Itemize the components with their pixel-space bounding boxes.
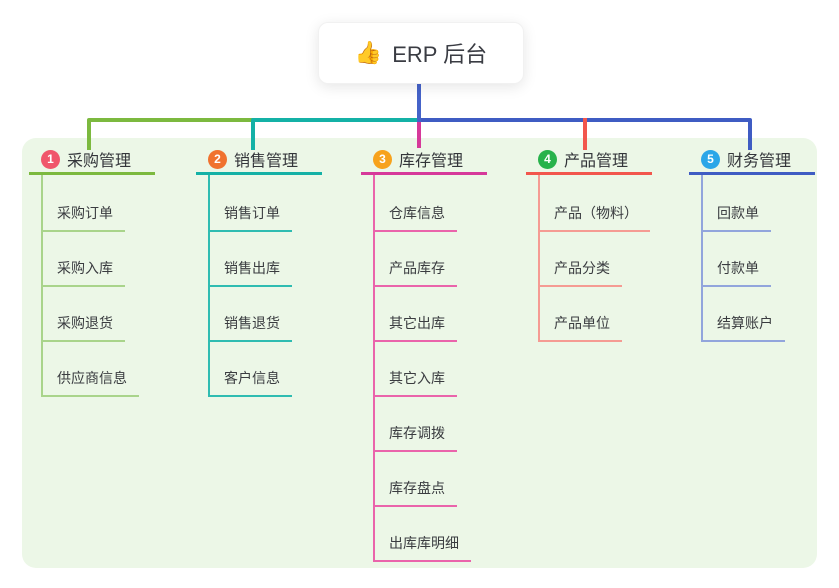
mindmap-node[interactable]: 客户信息: [209, 368, 292, 397]
branch-title-label: 库存管理: [399, 153, 464, 170]
branches-panel: [22, 138, 817, 568]
mindmap-node[interactable]: 供应商信息: [42, 368, 139, 397]
branch-node-sales[interactable]: 2 销售管理: [196, 146, 322, 175]
branch-children-connector: [538, 175, 540, 342]
mindmap-node[interactable]: 付款单: [702, 258, 771, 287]
branch-children-connector: [373, 175, 375, 562]
mindmap-node[interactable]: 销售退货: [209, 313, 292, 342]
branch-node-product[interactable]: 4 产品管理: [526, 146, 652, 175]
branch-number-badge: 2: [208, 149, 227, 169]
mindmap-node[interactable]: 销售出库: [209, 258, 292, 287]
branch-number-badge: 4: [538, 149, 557, 169]
branch-title-label: 采购管理: [67, 153, 132, 170]
mindmap-node[interactable]: 产品分类: [539, 258, 622, 287]
mindmap-node[interactable]: 产品（物料）: [539, 203, 650, 232]
mindmap-node[interactable]: 仓库信息: [374, 203, 457, 232]
branch-node-purchase[interactable]: 1 采购管理: [29, 146, 155, 175]
thumbs-up-icon: 👍: [354, 40, 383, 65]
mindmap-node[interactable]: 采购订单: [42, 203, 125, 232]
branch-title-label: 销售管理: [234, 153, 299, 170]
branch-children-connector: [701, 175, 703, 342]
branch-number-badge: 5: [701, 149, 720, 169]
mindmap-node[interactable]: 结算账户: [702, 313, 785, 342]
mindmap-node[interactable]: 回款单: [702, 203, 771, 232]
branch-node-finance[interactable]: 5 财务管理: [689, 146, 815, 175]
root-node-label: ERP 后台: [392, 42, 488, 67]
mindmap-node[interactable]: 库存调拨: [374, 423, 457, 452]
mindmap-node[interactable]: 产品单位: [539, 313, 622, 342]
branch-number-badge: 3: [373, 149, 392, 169]
mindmap-node[interactable]: 采购入库: [42, 258, 125, 287]
mindmap-node[interactable]: 产品库存: [374, 258, 457, 287]
root-node[interactable]: 👍 ERP 后台: [318, 22, 524, 84]
mindmap-node[interactable]: 库存盘点: [374, 478, 457, 507]
mindmap-node[interactable]: 其它入库: [374, 368, 457, 397]
mindmap-node[interactable]: 其它出库: [374, 313, 457, 342]
mindmap-node[interactable]: 出库库明细: [374, 533, 471, 562]
branch-title-label: 财务管理: [727, 153, 792, 170]
mindmap-node[interactable]: 销售订单: [209, 203, 292, 232]
branch-title-label: 产品管理: [564, 153, 629, 170]
branch-node-inventory[interactable]: 3 库存管理: [361, 146, 487, 175]
branch-number-badge: 1: [41, 149, 60, 169]
mindmap-node[interactable]: 采购退货: [42, 313, 125, 342]
